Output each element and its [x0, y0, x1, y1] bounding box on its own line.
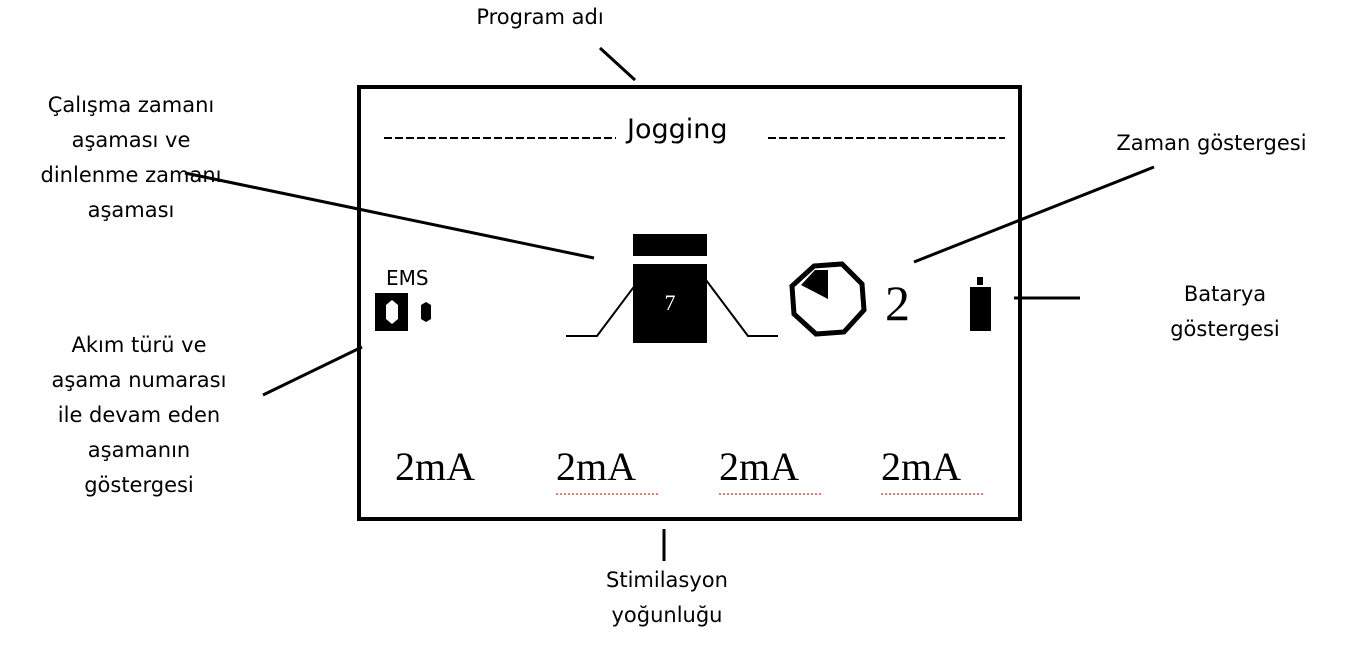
- callout-time-indicator: Zaman göstergesi: [1116, 131, 1307, 155]
- intensity-channel-2: 2mA: [556, 444, 636, 489]
- current-type-label: EMS: [386, 266, 429, 290]
- leader-time: [913, 165, 1155, 264]
- electrode-icon: [375, 293, 431, 331]
- time-value: 2: [885, 275, 910, 331]
- program-title: Jogging: [625, 114, 728, 145]
- leader-current: [262, 345, 363, 397]
- callout-program-name: Program adı: [476, 5, 604, 29]
- intensity-channel-4: 2mA: [881, 444, 961, 489]
- callout-battery-indicator: Batarya göstergesi: [1170, 282, 1280, 341]
- callout-stimulation-intensity: Stimilasyon yoğunluğu: [606, 568, 728, 627]
- callout-phase: Çalışma zamanı aşaması ve dinlenme zaman…: [40, 93, 222, 222]
- lcd-screen-frame: [357, 85, 1022, 521]
- leader-lines: [184, 46, 1155, 561]
- leader-phase: [184, 171, 595, 260]
- phase-number: 7: [665, 290, 676, 315]
- intensity-channel-1: 2mA: [395, 444, 475, 489]
- callout-current-indicator: Akım türü ve aşama numarası ile devam ed…: [51, 333, 227, 497]
- battery-icon: [970, 277, 991, 331]
- octagon-clock-icon: [789, 261, 867, 337]
- trapezoid-waveform-icon: [566, 234, 778, 343]
- leader-program-name: [598, 46, 637, 82]
- intensity-channel-3: 2mA: [719, 444, 799, 489]
